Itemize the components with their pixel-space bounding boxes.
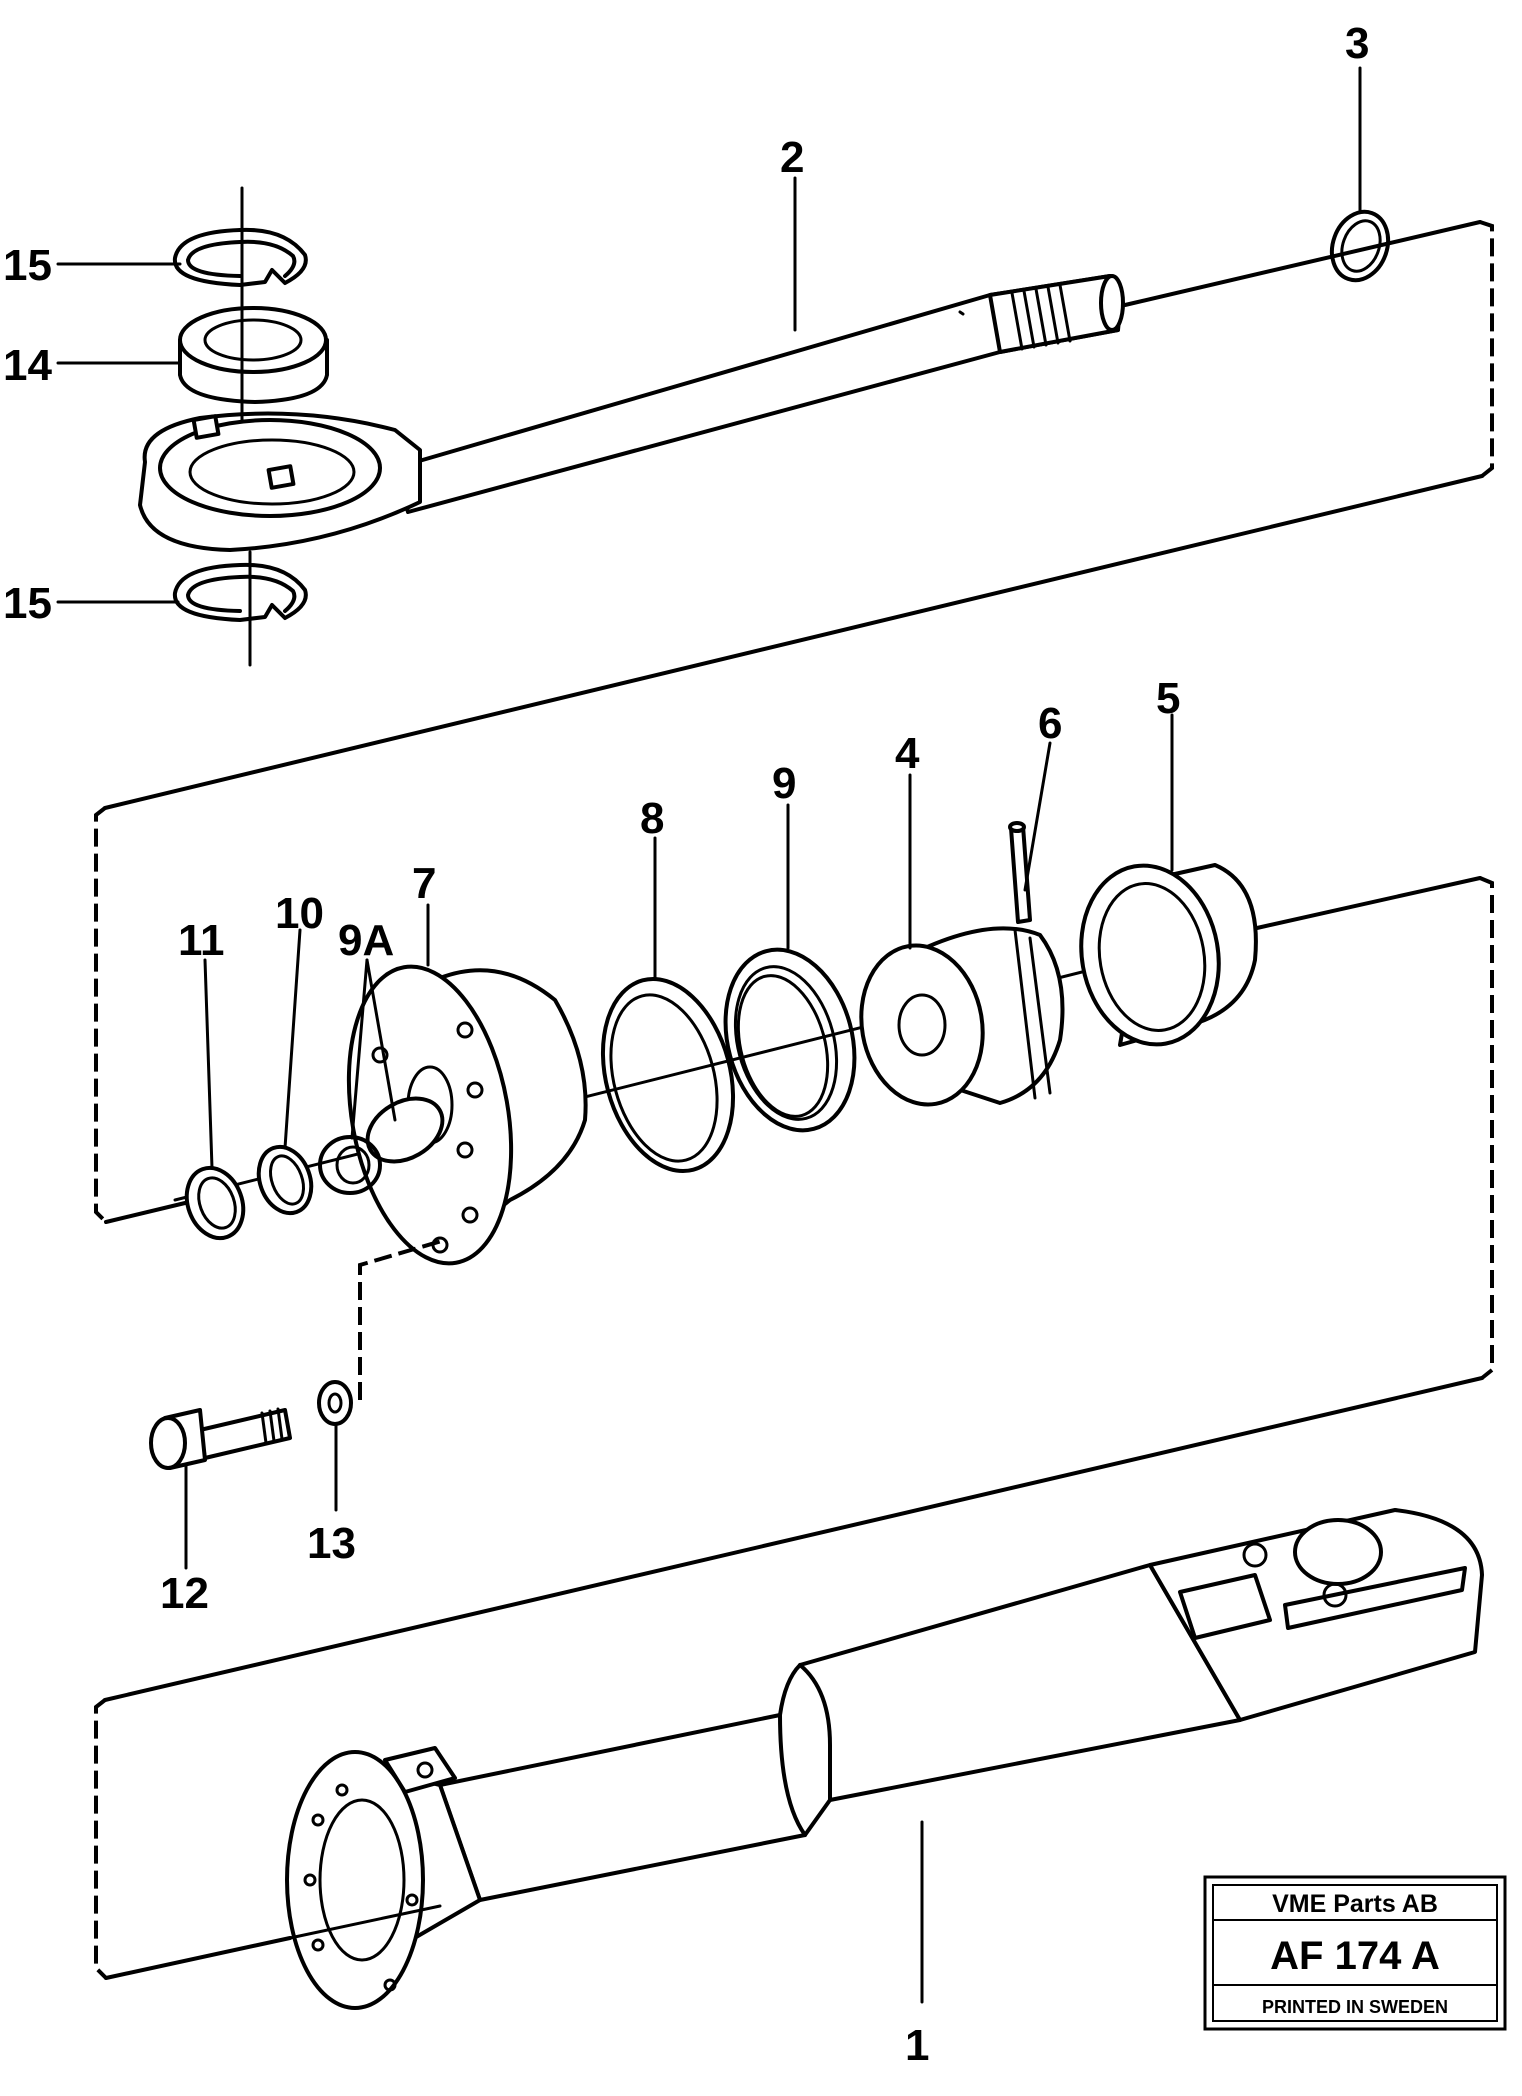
ring-10: [256, 1144, 314, 1216]
callout-13: 13: [307, 1519, 356, 1568]
panel-cylinder: [94, 1698, 292, 1980]
pin-6: [1008, 821, 1032, 924]
bushing-5: [1079, 863, 1258, 1047]
cylinder-head-7: [346, 964, 588, 1266]
callout-15-lower: 15: [3, 579, 52, 628]
piston-4: [859, 926, 1065, 1107]
callout-5: 5: [1156, 674, 1180, 723]
cylinder-tube: [285, 1508, 1484, 2010]
seal-9a: [318, 1096, 445, 1195]
snap-ring-lower: [172, 562, 308, 622]
ring-11: [184, 1165, 246, 1241]
o-ring-3: [1329, 209, 1391, 283]
callout-6: 6: [1038, 699, 1062, 748]
panel-piston-rod: [103, 220, 1494, 810]
drawing-code: AF 174 A: [1270, 1934, 1440, 1978]
callout-14: 14: [3, 341, 52, 390]
spherical-bearing: [178, 306, 329, 404]
screw-path: [358, 1238, 446, 1400]
callout-2: 2: [780, 133, 804, 182]
snap-ring-upper: [172, 227, 308, 287]
callout-12: 12: [160, 1569, 209, 1618]
title-block: VME Parts AB AF 174 A PRINTED IN SWEDEN: [1203, 1875, 1507, 2031]
callouts: 1 2 3 4 5 6 7 8 9 9A 10 11 12 13 14 15 1…: [3, 19, 1369, 2070]
callout-8: 8: [640, 794, 664, 843]
piston-rod: [138, 274, 1125, 552]
washer-13: [317, 1380, 353, 1426]
callout-10: 10: [275, 889, 324, 938]
company-name: VME Parts AB: [1272, 1890, 1438, 1918]
callout-9: 9: [772, 759, 796, 808]
callout-1: 1: [905, 2021, 929, 2070]
assembly-axis: [173, 926, 1259, 1202]
callout-4: 4: [895, 729, 920, 778]
leader-lines: [56, 66, 1362, 2004]
callout-11: 11: [178, 916, 225, 965]
panel-piston: [94, 806, 1494, 1702]
callout-3: 3: [1345, 19, 1369, 68]
callout-7: 7: [412, 859, 436, 908]
seal-8: [600, 976, 736, 1174]
seal-9: [723, 947, 857, 1133]
screw-12: [149, 1407, 292, 1470]
callout-15-upper: 15: [3, 241, 52, 290]
callout-9a: 9A: [338, 916, 394, 965]
printed-note: PRINTED IN SWEDEN: [1262, 1997, 1448, 2017]
